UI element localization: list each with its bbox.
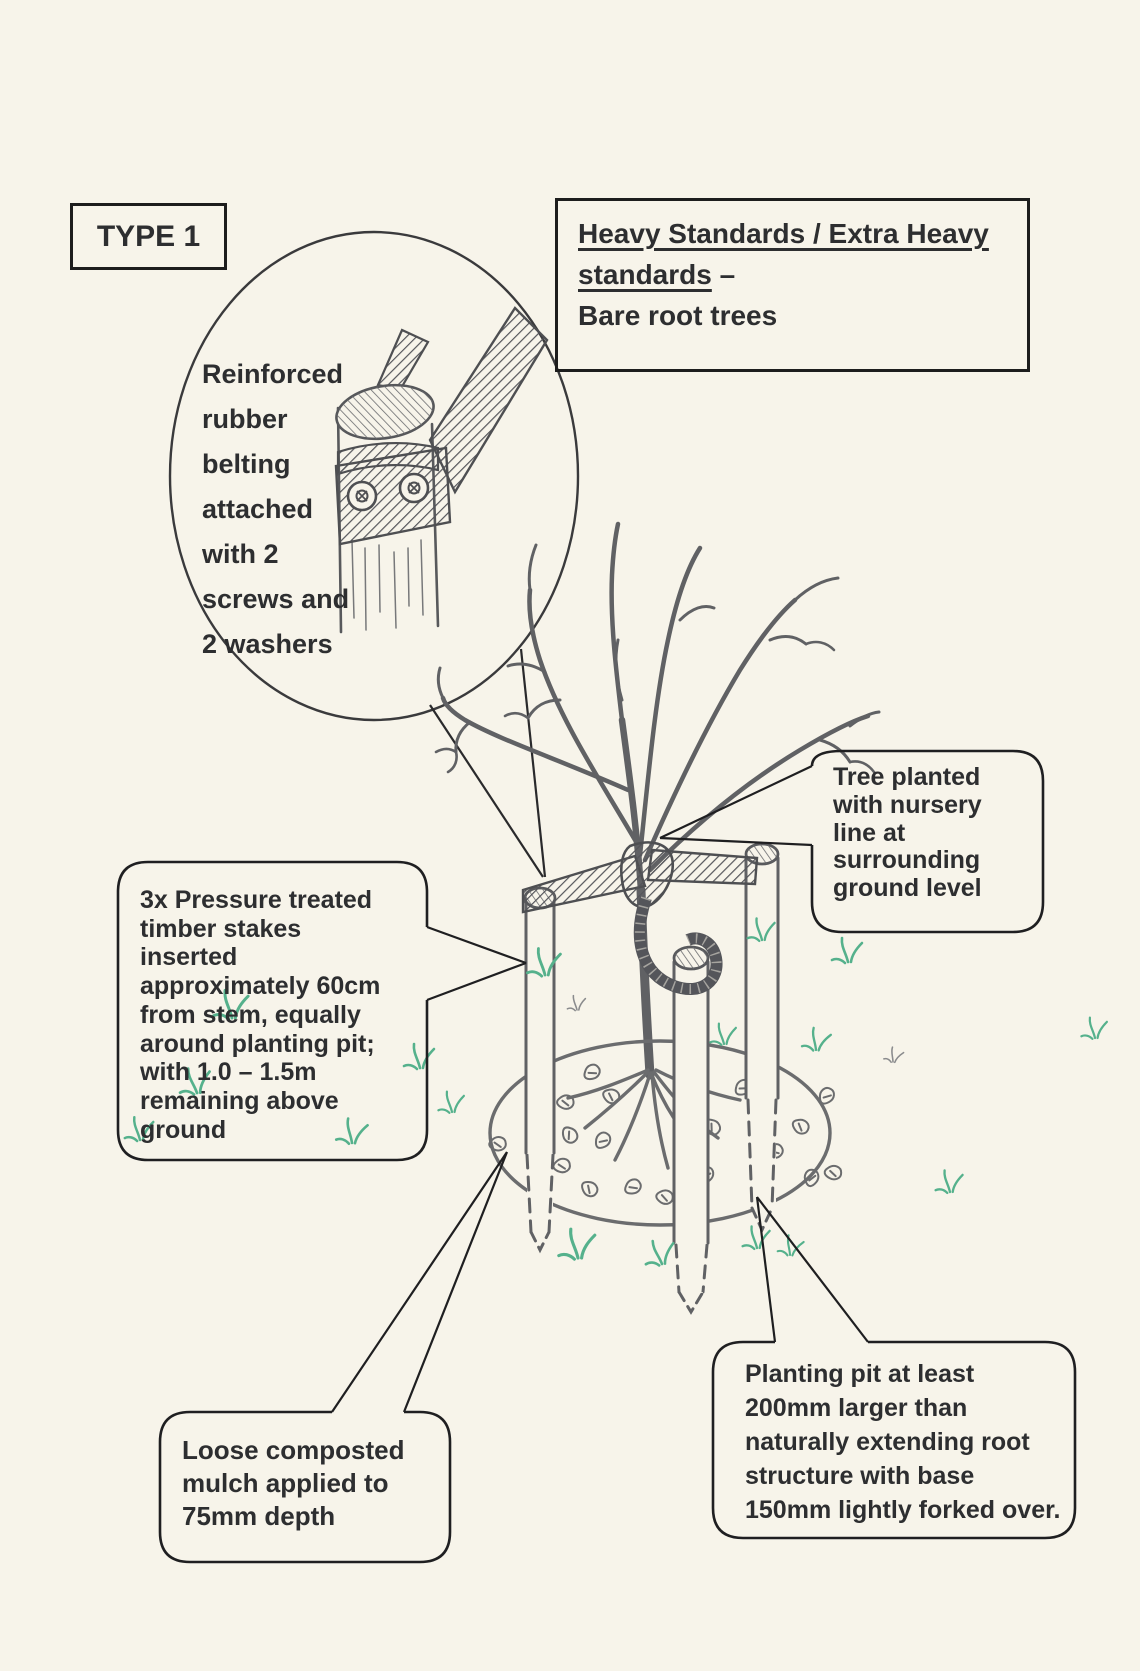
stake-left [523, 886, 557, 1254]
mulch-callout-text: Loose composted mulch applied to 75mm de… [182, 1435, 405, 1531]
title-underlined-line1: Heavy Standards / Extra Heavy [578, 218, 989, 249]
detail-belting-band [428, 306, 549, 495]
mulch-bits [487, 1061, 845, 1208]
title-underlined-line2: standards [578, 259, 712, 290]
detail-stake [336, 406, 440, 634]
title-line3: Bare root trees [578, 300, 778, 331]
rubber-belting [521, 841, 759, 996]
title-box: Heavy Standards / Extra Heavy standards … [555, 198, 1030, 372]
belting-callout-text: Reinforced rubber belting attached with … [202, 359, 350, 659]
grass-marks-gray [566, 994, 905, 1066]
tree-callout-text: Tree planted with nursery line at surrou… [833, 763, 982, 903]
stake-right [744, 842, 780, 1234]
pit-callout-text: Planting pit at least 200mm larger than … [745, 1360, 1061, 1524]
tree-drawing [434, 521, 881, 1080]
stake-front [672, 945, 710, 1315]
root-structure [566, 1068, 742, 1170]
planting-pit [487, 1039, 845, 1227]
type-label-box: TYPE 1 [70, 203, 227, 270]
detail-clamp-panel [334, 446, 452, 546]
detail-screws [346, 472, 430, 512]
timber-stakes [523, 842, 780, 1315]
title-dash: – [711, 259, 736, 290]
type-label: TYPE 1 [96, 219, 201, 253]
stakes-callout-text: 3x Pressure treated timber stakes insert… [140, 886, 381, 1144]
